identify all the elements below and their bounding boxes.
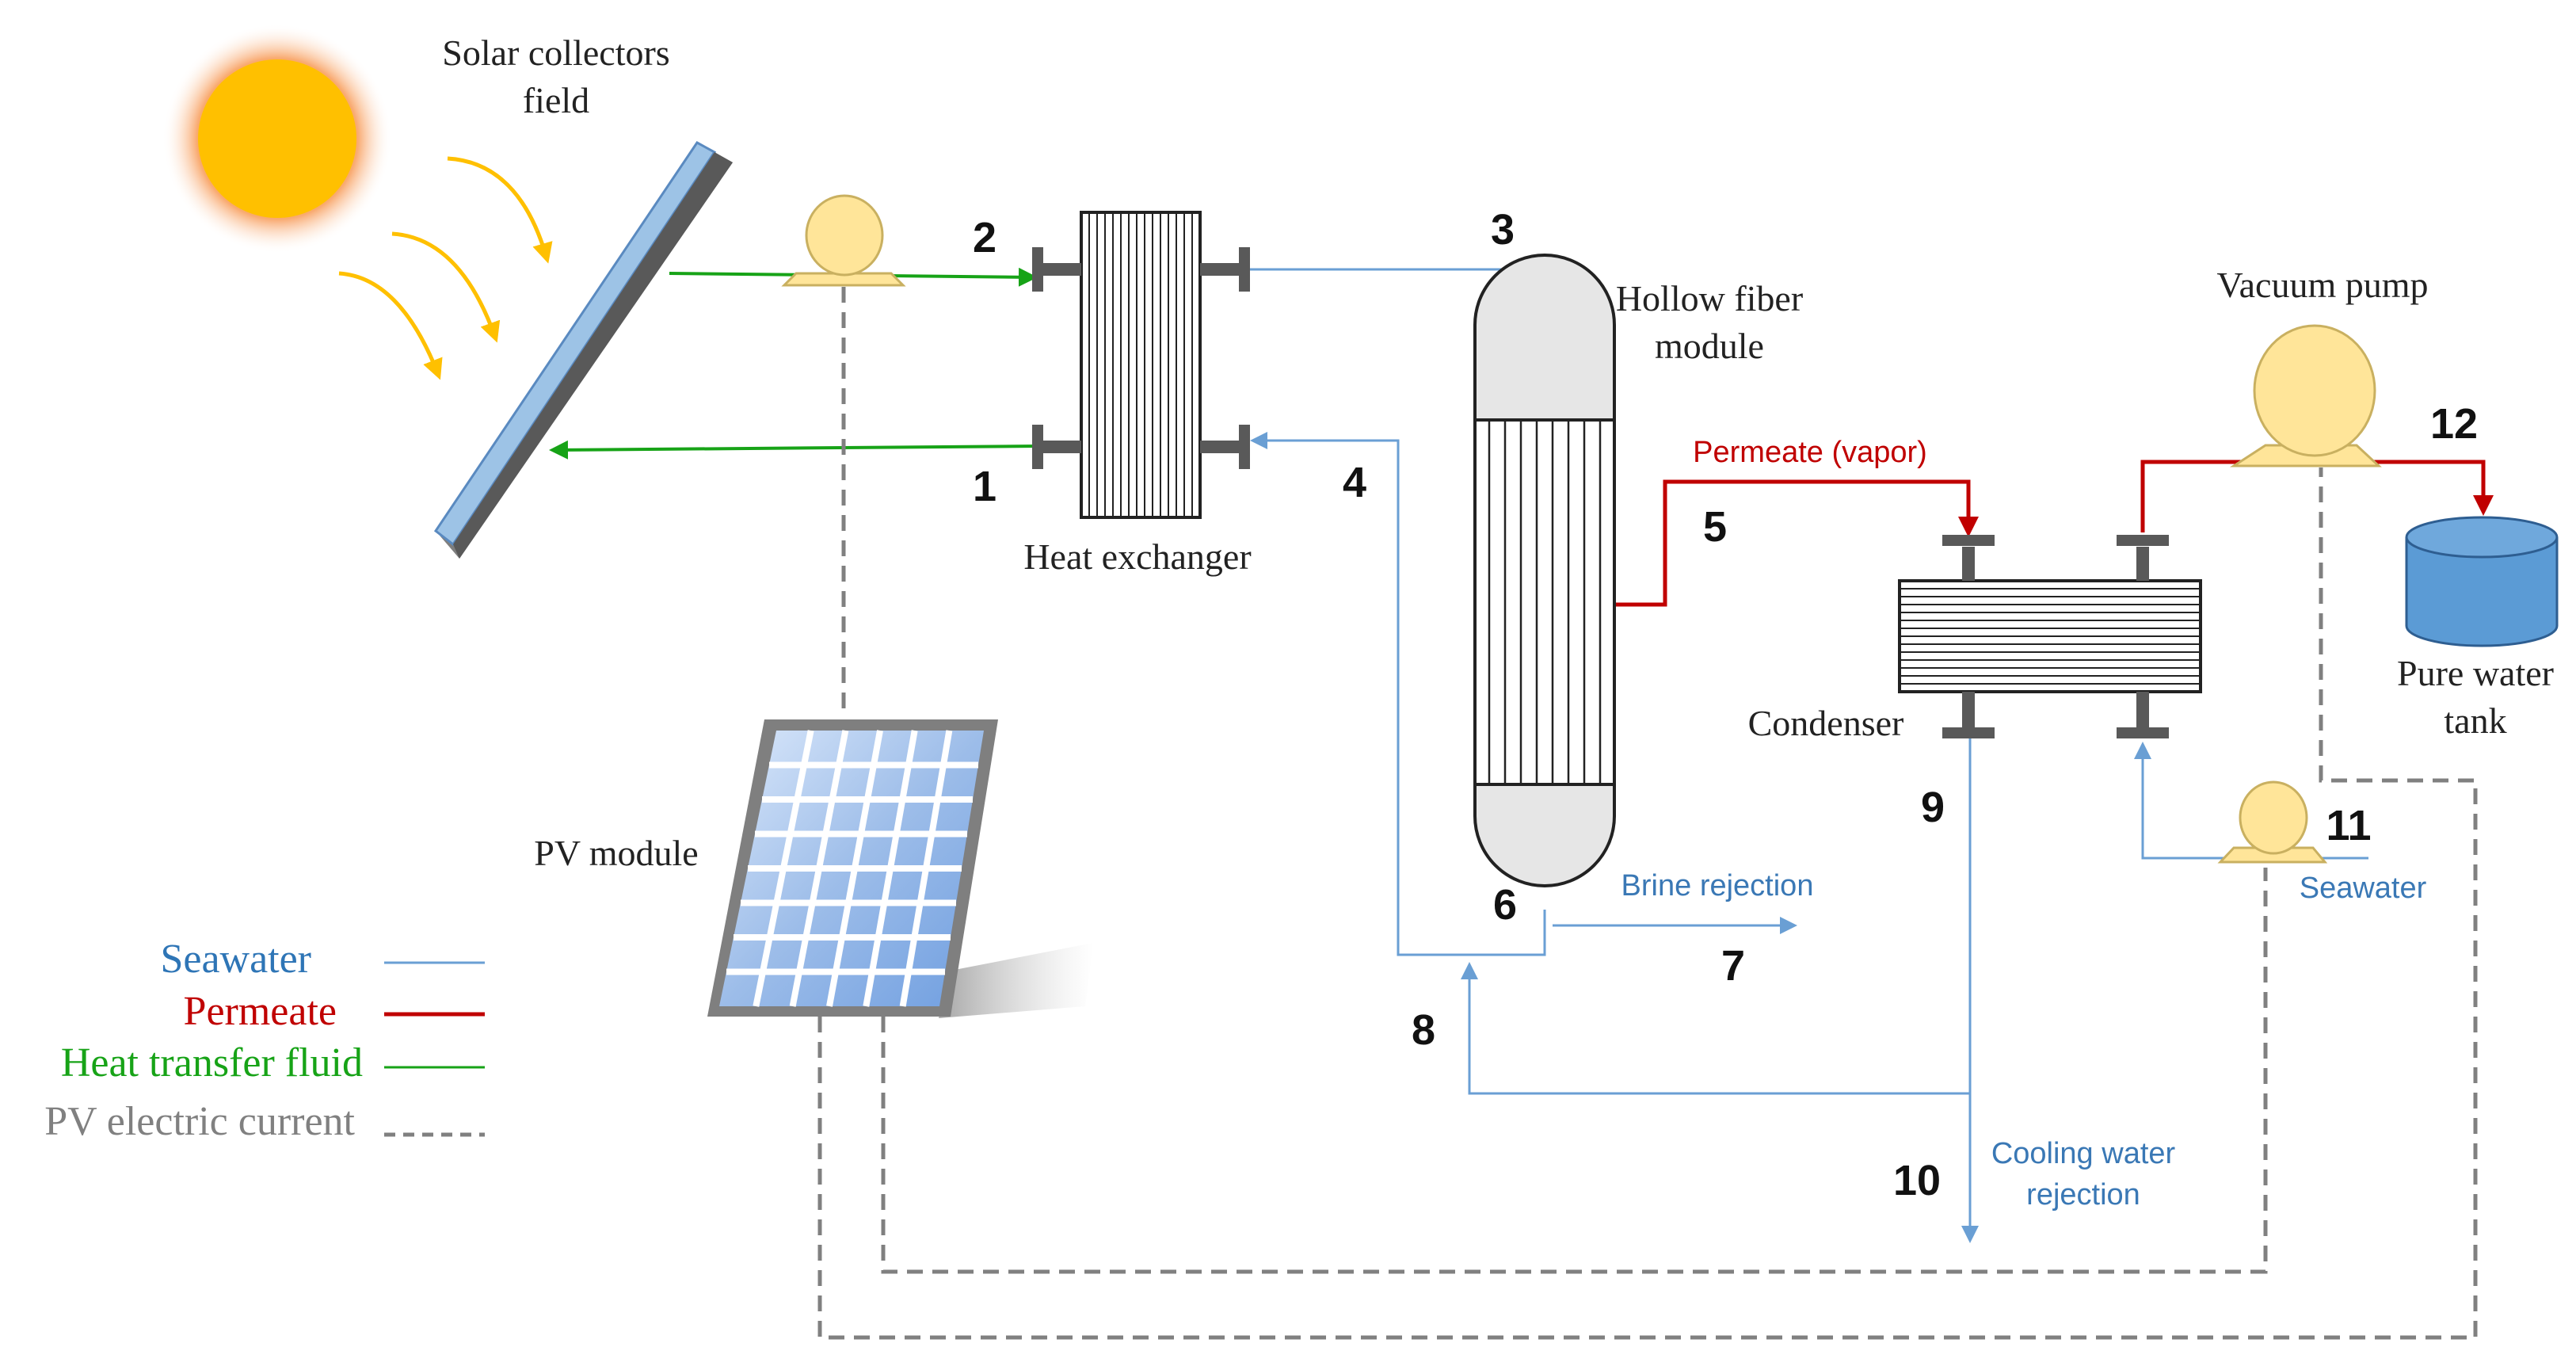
vacuum-pump-icon: [2229, 324, 2382, 467]
stream-number-5: 5: [1703, 503, 1727, 551]
seawater-inlet-label: Seawater: [2300, 872, 2427, 905]
stream-number-6: 6: [1493, 881, 1517, 929]
sun-rays: [338, 156, 553, 380]
hollow-fiber-label-2: module: [1655, 326, 1764, 366]
stream-number-4: 4: [1343, 459, 1366, 506]
sun-icon: [162, 24, 392, 254]
stream-number-11: 11: [2326, 802, 2371, 849]
legend-heat-label: Heat transfer fluid: [61, 1040, 363, 1086]
permeate-vapor-label: Permeate (vapor): [1693, 436, 1927, 469]
stream-number-8: 8: [1412, 1006, 1435, 1054]
stream-number-9: 9: [1921, 784, 1945, 831]
hollow-fiber-label-1: Hollow fiber: [1616, 278, 1803, 319]
brine-rejection-label: Brine rejection: [1621, 869, 1814, 902]
condenser-icon: [1898, 535, 2202, 738]
stream-number-3: 3: [1491, 206, 1515, 254]
solar-field-label-1: Solar collectors: [442, 32, 669, 73]
cooling-water-label-2: rejection: [2026, 1178, 2140, 1211]
legend-pv-label: PV electric current: [44, 1099, 355, 1144]
seawater-pump-icon: [2217, 780, 2328, 864]
solar-collector-icon: [433, 141, 733, 559]
stream-number-7: 7: [1721, 942, 1745, 990]
pv-module-icon: [707, 719, 1093, 1018]
stream-number-1: 1: [973, 463, 996, 510]
heat-exchanger-icon: [1032, 211, 1250, 519]
pv-current-lines: [817, 287, 2478, 1340]
seawater-lines: [1250, 268, 2368, 1243]
hollow-fiber-module-icon: [1473, 254, 1616, 887]
cooling-water-label-1: Cooling water: [1991, 1137, 2176, 1170]
condenser-label: Condenser: [1748, 703, 1904, 743]
pure-water-tank-icon: [2405, 516, 2559, 647]
stream-number-12: 12: [2430, 400, 2478, 448]
vacuum-pump-label: Vacuum pump: [2216, 265, 2428, 305]
pure-water-label-2: tank: [2444, 700, 2506, 741]
legend-seawater-label: Seawater: [160, 937, 311, 982]
stream-number-10: 10: [1893, 1157, 1941, 1204]
heat-exchanger-label: Heat exchanger: [1023, 536, 1251, 577]
pure-water-label-1: Pure water: [2397, 653, 2554, 693]
stream-number-2: 2: [973, 214, 996, 261]
pv-module-label: PV module: [534, 833, 698, 873]
circulation-pump-icon: [781, 194, 906, 287]
solar-field-label-2: field: [523, 80, 589, 120]
legend: Seawater Permeate Heat transfer fluid PV…: [44, 937, 485, 1144]
legend-permeate-label: Permeate: [184, 989, 337, 1034]
